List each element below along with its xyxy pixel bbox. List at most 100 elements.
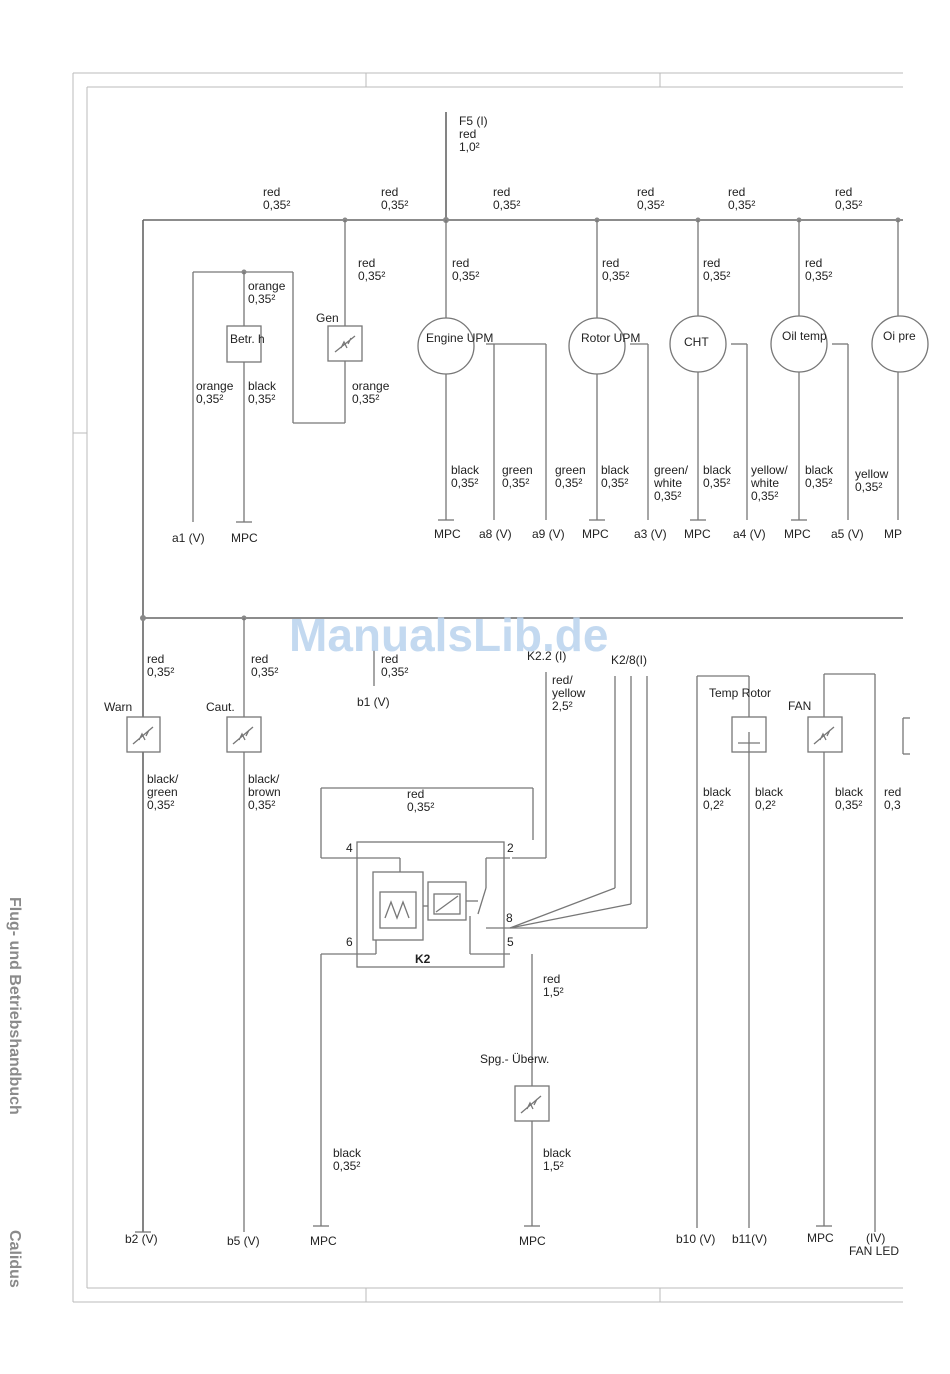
wire-label: red: [147, 652, 164, 666]
wire-label: 0,35²: [601, 476, 628, 490]
wire-label: black: [451, 463, 480, 477]
terminal-label: b5 (V): [227, 1234, 260, 1248]
terminal-label: b10 (V): [676, 1232, 715, 1246]
lower-section: Warn red 0,35² black/ green 0,35² Caut. …: [104, 615, 910, 1258]
bus-label: red: [493, 185, 510, 199]
fan-label: FAN: [788, 699, 811, 713]
wire-label: orange: [248, 279, 286, 293]
wire-label: 0,35²: [407, 800, 434, 814]
gauge-label: Oi pre: [883, 329, 916, 343]
wire-label: black: [835, 785, 864, 799]
wire-label: 1,5²: [543, 985, 564, 999]
wire-label: 0,35²: [703, 269, 730, 283]
caution-label: Caut.: [206, 700, 235, 714]
temp-rotor-label: Temp Rotor: [709, 686, 771, 700]
wire-label: 0,35²: [248, 798, 275, 812]
bus-label: red: [637, 185, 654, 199]
wire-label: yellow: [552, 686, 586, 700]
wire-label: 0,35²: [248, 292, 275, 306]
terminal-label: a3 (V): [634, 527, 667, 541]
bus-label: red: [728, 185, 745, 199]
wire-label: 0,35²: [196, 392, 223, 406]
wire-label: 0,35²: [555, 476, 582, 490]
relay-label: K2: [415, 952, 431, 966]
bus-label: 0,35²: [381, 198, 408, 212]
wire-label: yellow/: [751, 463, 788, 477]
voltage-monitor-label: Spg.- Überw.: [480, 1052, 549, 1066]
wire-label: black/: [248, 772, 280, 786]
terminal-label: a4 (V): [733, 527, 766, 541]
wire-label: green: [502, 463, 533, 477]
lamp-icon: [334, 335, 356, 353]
wire-label: black: [248, 379, 277, 393]
terminal-label: MPC: [310, 1234, 337, 1248]
bus-label: 0,35²: [728, 198, 755, 212]
wire-label: green: [555, 463, 586, 477]
relay-pin: 6: [346, 935, 353, 949]
rotor-rpm-gauge: [568, 317, 626, 375]
wire-label: 2,5²: [552, 699, 573, 713]
terminal-label: a1 (V): [172, 531, 205, 545]
manual-title: Flug- und Betriebshandbuch: [6, 897, 23, 1115]
wire-label: 0,35²: [147, 665, 174, 679]
terminal-label: MPC: [784, 527, 811, 541]
model-name: Calidus: [6, 1230, 23, 1288]
wire-label: yellow: [855, 467, 889, 481]
lamp-icon: [132, 726, 154, 745]
wire-label: red: [602, 256, 619, 270]
terminal-label: MPC: [519, 1234, 546, 1248]
wire-label: 0,35²: [251, 665, 278, 679]
wire-label: 0,35²: [703, 476, 730, 490]
bus-label: 0,35²: [637, 198, 664, 212]
oil-pressure-gauge: [871, 315, 929, 373]
terminal-label: MPC: [434, 527, 461, 541]
wire-label: black: [703, 463, 732, 477]
fuse-wire-size: 1,0²: [459, 140, 480, 154]
terminal-label: MPC: [684, 527, 711, 541]
wire-label: green: [147, 785, 178, 799]
wire-label: 0,35²: [502, 476, 529, 490]
fuse-wire-color: red: [459, 127, 476, 141]
lamp-icon: [520, 1095, 542, 1114]
bus-label: 0,35²: [835, 198, 862, 212]
lamp-icon: [232, 726, 254, 745]
terminal-label: FAN LED: [849, 1244, 899, 1258]
voltage-monitor-lamp: [514, 1085, 550, 1122]
wire-label: 0,35²: [352, 392, 379, 406]
wire-label: red: [381, 652, 398, 666]
wire-label: 0,35²: [381, 665, 408, 679]
terminal-label: MPC: [807, 1231, 834, 1245]
wire-label: 0,35²: [751, 489, 778, 503]
bus-label: red: [263, 185, 280, 199]
wire-label: 0,35²: [805, 269, 832, 283]
wire-label: brown: [248, 785, 281, 799]
gen-label: Gen: [316, 311, 339, 325]
terminal-label: MP: [884, 527, 902, 541]
wire-label: 0,35²: [451, 476, 478, 490]
wire-label: green/: [654, 463, 689, 477]
wire-label: red: [452, 256, 469, 270]
timer-icon: [384, 900, 410, 920]
watermark: ManualsLib.de: [289, 609, 608, 661]
relay-pin: 8: [506, 911, 513, 925]
wire-label: 0,35²: [805, 476, 832, 490]
gauge-label: Rotor UPM: [581, 331, 640, 345]
wire-label: orange: [196, 379, 234, 393]
terminal-label: a5 (V): [831, 527, 864, 541]
oil-temp-gauge: [770, 315, 828, 373]
wire-label: black: [703, 785, 732, 799]
bus-label: red: [835, 185, 852, 199]
wire-label: black: [601, 463, 630, 477]
wire-label: 0,35²: [358, 269, 385, 283]
wire-label: red: [884, 785, 901, 799]
wire-label: 0,2²: [755, 798, 776, 812]
wire-label: 0,35²: [654, 489, 681, 503]
wire-label: 0,35²: [333, 1159, 360, 1173]
terminal-label: b1 (V): [357, 695, 390, 709]
wire-label: black/: [147, 772, 179, 786]
gauge-label: CHT: [684, 335, 709, 349]
hour-meter-label: Betr. h: [230, 332, 265, 346]
fuse-label: F5 (I): [459, 114, 488, 128]
wire-label: black: [543, 1146, 572, 1160]
